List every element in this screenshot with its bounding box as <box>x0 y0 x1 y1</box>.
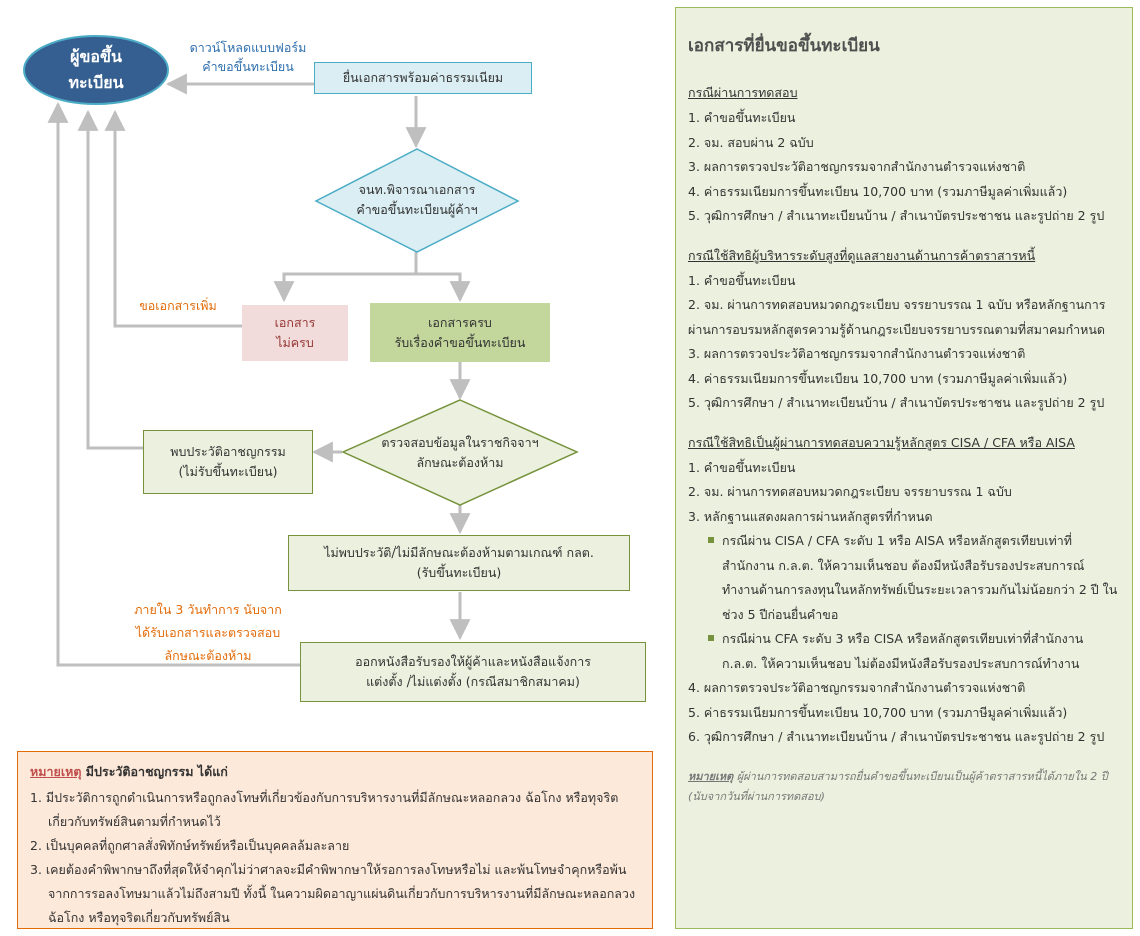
no-criminal-record-label: ไม่พบประวัติ/ไม่มีลักษณะต้องห้ามตามเกณฑ์… <box>324 545 594 580</box>
issue-certificate-label: ออกหนังสือรับรองให้ผู้ค้าและหนังสือแจ้งก… <box>355 654 591 689</box>
within-three-days-label: ภายใน 3 วันทำการ นับจาก ได้รับเอกสารและต… <box>134 602 282 663</box>
review-decision: จนท.พิจารณาเอกสาร คำขอขึ้นทะเบียนผู้ค้าฯ <box>326 170 508 230</box>
applicant-node: ผู้ขอขึ้น ทะเบียน <box>30 38 162 102</box>
documents-incomplete-label: เอกสาร ไม่ครบ <box>274 315 316 350</box>
panel-title: เอกสารที่ยื่นขอขึ้นทะเบียน <box>688 36 880 56</box>
list-item: 6. วุฒิการศึกษา / สำเนาทะเบียนบ้าน / สำเ… <box>688 729 1105 744</box>
note-item: 1. มีประวัติการถูกดำเนินการหรือถูกลงโทษท… <box>30 790 619 829</box>
list-item: 3. ผลการตรวจประวัติอาชญกรรมจากสำนักงานตำ… <box>688 346 1026 361</box>
note-item: 2. เป็นบุคคลที่ถูกศาลสั่งพิทักษ์ทรัพย์หร… <box>30 838 350 853</box>
list-item: 1. คำขอขึ้นทะเบียน <box>688 110 796 125</box>
section-heading: กรณีผ่านการทดสอบ <box>688 85 798 100</box>
list-item: 1. คำขอขึ้นทะเบียน <box>688 459 796 475</box>
applicant-ellipse-shape <box>23 35 169 105</box>
section-passed-test: กรณีผ่านการทดสอบ 1. คำขอขึ้นทะเบียน 2. จ… <box>688 83 1120 229</box>
list-item: 4. ค่าธรรมเนียมการขึ้นทะเบียน 10,700 บาท… <box>688 370 1068 386</box>
documents-complete-label: เอกสารครบ รับเรื่องคำขอขึ้นทะเบียน <box>394 314 526 350</box>
list-item: 2. จม. สอบผ่าน 2 ฉบับ <box>688 134 814 150</box>
list-item: 4. ผลการตรวจประวัติอาชญกรรมจากสำนักงานตำ… <box>688 680 1026 695</box>
list-item: 2. จม. ผ่านการทดสอบหมวดกฎระเบียบ จรรยาบร… <box>688 297 1106 337</box>
check-diamond-shape <box>341 399 579 506</box>
required-documents-panel: เอกสารที่ยื่นขอขึ้นทะเบียน กรณีผ่านการทด… <box>675 7 1133 929</box>
section-senior-executive: กรณีใช้สิทธิผู้บริหารระดับสูงที่ดูแลสายง… <box>688 246 1120 416</box>
review-diamond-shape <box>314 148 520 253</box>
note-heading: หมายเหตุ มีประวัติอาชญกรรม ได้แก่ <box>30 764 228 779</box>
note-item: 3. เคยต้องคำพิพากษาถึงที่สุดให้จำคุกไม่ว… <box>30 862 636 925</box>
connector-review-split <box>273 252 418 303</box>
submit-documents-box: ยื่นเอกสารพร้อมค่าธรรมเนียม <box>314 62 532 94</box>
connector-issue-to-applicant <box>47 101 300 667</box>
documents-incomplete-box: เอกสาร ไม่ครบ <box>242 305 348 361</box>
section-heading: กรณีใช้สิทธิผู้บริหารระดับสูงที่ดูแลสายง… <box>688 247 1036 263</box>
sub-list-item: กรณีผ่าน CISA / CFA ระดับ 1 หรือ AISA หร… <box>708 529 1120 627</box>
issue-certificate-box: ออกหนังสือรับรองให้ผู้ค้าและหนังสือแจ้งก… <box>300 642 646 702</box>
list-item: 2. จม. ผ่านการทดสอบหมวดกฎระเบียบ จรรยาบร… <box>688 484 1012 499</box>
no-criminal-record-box: ไม่พบประวัติ/ไม่มีลักษณะต้องห้ามตามเกณฑ์… <box>288 535 630 591</box>
list-item: 3. หลักฐานแสดงผลการผ่านหลักสูตรที่กำหนด <box>688 508 933 524</box>
panel-note: หมายเหตุ ผู้ผ่านการทดสอบสามารถยื่นคำขอขึ… <box>688 769 1108 803</box>
list-item: 5. ค่าธรรมเนียมการขึ้นทะเบียน 10,700 บาท… <box>688 704 1068 720</box>
connector-found-to-applicant <box>77 109 143 450</box>
list-item: 5. วุฒิการศึกษา / สำเนาทะเบียนบ้าน / สำเ… <box>688 395 1105 410</box>
section-cisa-cfa-aisa: กรณีใช้สิทธิเป็นผู้ผ่านการทดสอบความรู้หล… <box>688 433 1120 750</box>
request-more-documents-label: ขอเอกสารเพิ่ม <box>139 298 217 313</box>
download-form-label: ดาวน์โหลดแบบฟอร์ม คำขอขึ้นทะเบียน <box>189 40 307 74</box>
criminal-record-found-label: พบประวัติอาชญกรรม (ไม่รับขึ้นทะเบียน) <box>170 444 286 479</box>
list-item: 1. คำขอขึ้นทะเบียน <box>688 272 796 288</box>
gazette-check-decision: ตรวจสอบข้อมูลในราชกิจจาฯ ลักษณะต้องห้าม <box>362 424 558 482</box>
connector-review-to-complete <box>416 272 471 303</box>
documents-complete-box: เอกสารครบ รับเรื่องคำขอขึ้นทะเบียน <box>370 303 550 362</box>
review-decision-label: จนท.พิจารณาเอกสาร คำขอขึ้นทะเบียนผู้ค้าฯ <box>356 182 478 217</box>
sub-list-item: กรณีผ่าน CFA ระดับ 3 หรือ CISA หรือหลักส… <box>708 627 1120 676</box>
list-item: 5. วุฒิการศึกษา / สำเนาทะเบียนบ้าน / สำเ… <box>688 208 1105 223</box>
applicant-label: ผู้ขอขึ้น ทะเบียน <box>68 47 124 92</box>
criminal-record-found-box: พบประวัติอาชญกรรม (ไม่รับขึ้นทะเบียน) <box>143 430 313 494</box>
sub-list: กรณีผ่าน CISA / CFA ระดับ 1 หรือ AISA หร… <box>688 529 1120 676</box>
note-list: 1. มีประวัติการถูกดำเนินการหรือถูกลงโทษท… <box>30 786 640 930</box>
list-item: 4. ค่าธรรมเนียมการขึ้นทะเบียน 10,700 บาท… <box>688 183 1068 199</box>
criminal-record-note-box: หมายเหตุ มีประวัติอาชญกรรม ได้แก่ 1. มีป… <box>17 751 653 929</box>
section-heading: กรณีใช้สิทธิเป็นผู้ผ่านการทดสอบความรู้หล… <box>688 434 1075 450</box>
connector-incomplete-to-applicant <box>104 109 242 328</box>
submit-documents-label: ยื่นเอกสารพร้อมค่าธรรมเนียม <box>342 70 504 85</box>
list-item: 3. ผลการตรวจประวัติอาชญกรรมจากสำนักงานตำ… <box>688 159 1026 174</box>
gazette-check-label: ตรวจสอบข้อมูลในราชกิจจาฯ ลักษณะต้องห้าม <box>381 435 539 470</box>
